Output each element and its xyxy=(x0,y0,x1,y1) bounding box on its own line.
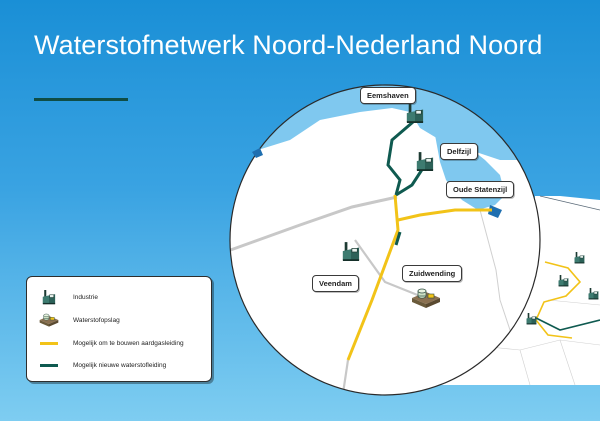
legend-label: Waterstofopslag xyxy=(73,316,120,324)
location-label-eemshaven: Eemshaven xyxy=(360,87,416,104)
new-hydrogen-pipeline xyxy=(395,164,427,197)
converted-gas-pipeline xyxy=(397,208,492,222)
legend-item-gas-pipeline: Mogelijk om te bouwen aardgasleiding xyxy=(39,336,184,350)
existing-pipeline xyxy=(354,239,431,302)
factory-icon xyxy=(42,289,56,305)
location-label-veendam: Veendam xyxy=(312,275,359,292)
new-hydrogen-pipeline xyxy=(386,120,414,196)
legend-item-hydrogen-storage: Waterstofopslag xyxy=(39,313,120,327)
page-title: Waterstofnetwerk Noord-Nederland Noord xyxy=(34,30,543,60)
hydrogen-pipeline-swatch xyxy=(40,363,58,367)
legend-label: Mogelijk om te bouwen aardgasleiding xyxy=(73,339,184,347)
legend-label: Mogelijk nieuwe waterstofleiding xyxy=(73,361,167,369)
existing-pipeline xyxy=(230,195,398,254)
title-underline xyxy=(34,98,128,101)
inset-gas-pipeline xyxy=(535,261,582,339)
legend-label: Industrie xyxy=(73,293,98,301)
hydrogen-storage-icon xyxy=(39,313,59,327)
converted-gas-pipeline xyxy=(346,194,400,361)
location-label-zuidwending: Zuidwending xyxy=(402,265,463,282)
legend-item-hydrogen-pipeline: Mogelijk nieuwe waterstofleiding xyxy=(39,358,166,372)
gas-pipeline-swatch xyxy=(40,341,58,345)
legend-item-industry: Industrie xyxy=(39,289,98,305)
location-label-delfzijl: Delfzijl xyxy=(440,143,479,160)
map-legend: Industrie Waterstofopslag Mogelijk om te… xyxy=(26,276,212,382)
inset-hydrogen-pipeline xyxy=(535,317,600,331)
location-label-oude-statenzijl: Oude Statenzijl xyxy=(446,181,515,198)
